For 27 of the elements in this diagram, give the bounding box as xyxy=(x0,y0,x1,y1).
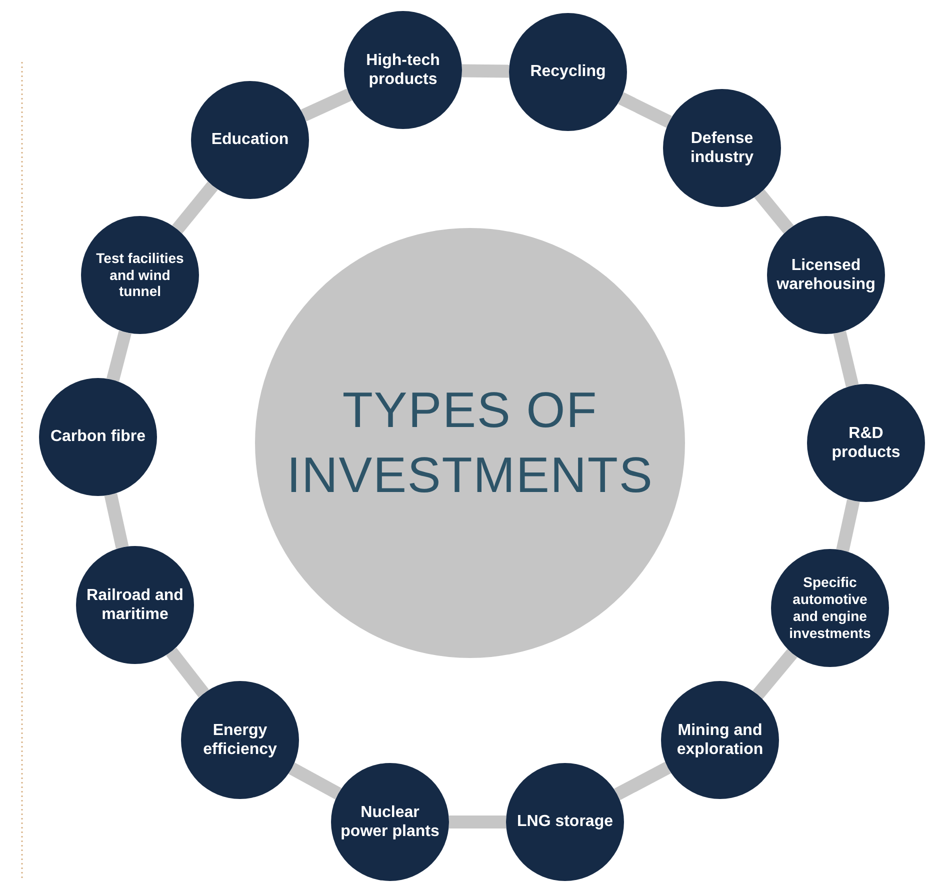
connector-bar xyxy=(288,762,342,800)
connector-bar xyxy=(836,499,860,552)
connector-bar xyxy=(166,648,209,698)
connector-bar xyxy=(752,649,798,699)
connector-bar xyxy=(462,64,510,78)
category-label: Energy efficiency xyxy=(202,720,278,760)
category-label: Mining and exploration xyxy=(676,720,764,760)
category-label: Education xyxy=(211,130,289,150)
connector-bar xyxy=(449,816,506,828)
category-label: R&D products xyxy=(830,424,902,462)
connector-bar xyxy=(754,190,794,234)
category-label: Defense industry xyxy=(689,128,755,168)
connector-bar xyxy=(172,182,218,234)
category-label: Test facilities and wind tunnel xyxy=(95,250,185,300)
connector-bar xyxy=(618,92,672,128)
category-label: LNG storage xyxy=(516,812,613,832)
category-label: Railroad and maritime xyxy=(86,586,184,624)
category-label: Specific automotive and engine investments xyxy=(788,574,872,642)
connector-bar xyxy=(106,330,132,382)
category-label: Licensed warehousing xyxy=(776,256,876,294)
connector-bar xyxy=(104,493,129,549)
category-label: Carbon fibre xyxy=(50,427,146,447)
category-label: High-tech products xyxy=(365,50,441,90)
category-label: Recycling xyxy=(530,62,606,82)
hub-title: TYPES OF INVESTMENTS xyxy=(286,381,654,505)
category-label: Nuclear power plants xyxy=(340,802,440,842)
connector-bar xyxy=(833,330,859,388)
